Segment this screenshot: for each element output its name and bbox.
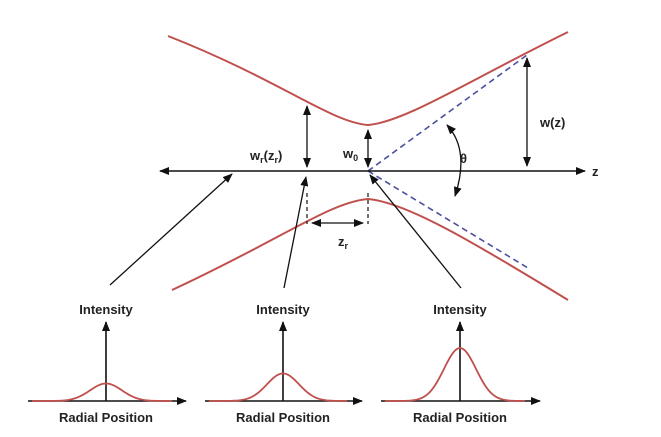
intensity-label: Intensity [256, 302, 310, 317]
w0-label-main: w [342, 146, 354, 161]
zr-label-main: z [338, 234, 345, 249]
gaussian-curve [209, 372, 348, 402]
wr-label-paren-close: ) [278, 148, 282, 163]
leader-arrow-waist [369, 174, 462, 289]
zr-label: zr [338, 234, 349, 251]
gaussian-curve [32, 382, 173, 402]
gaussian-curve [385, 347, 526, 402]
wr-label: wr(zr) [249, 148, 282, 165]
theta-label: θ [460, 151, 467, 166]
beam-envelope-lower [171, 197, 569, 301]
wr-label-paren-sub: r [274, 155, 278, 165]
leader-arrow-rayleigh [283, 176, 309, 289]
asymptote-upper [367, 54, 528, 172]
wr-label-main: w [249, 148, 261, 163]
w-z-label: w(z) [539, 115, 565, 130]
wr-label-paren-open: (z [264, 148, 275, 163]
wr-label-sub: r [260, 155, 264, 165]
theta-angle-arc [446, 124, 462, 197]
asymptote-lower [367, 170, 529, 269]
radial-position-label: Radial Position [413, 410, 507, 425]
radial-position-label: Radial Position [236, 410, 330, 425]
leader-arrow-far [109, 173, 233, 286]
w0-label-sub: 0 [353, 153, 358, 163]
intensity-label: Intensity [79, 302, 133, 317]
radial-position-label: Radial Position [59, 410, 153, 425]
zr-label-sub: r [345, 241, 349, 251]
beam-envelope-upper [167, 31, 569, 127]
intensity-label: Intensity [433, 302, 487, 317]
w0-label: w0 [342, 146, 358, 163]
z-axis-label: z [592, 164, 599, 179]
